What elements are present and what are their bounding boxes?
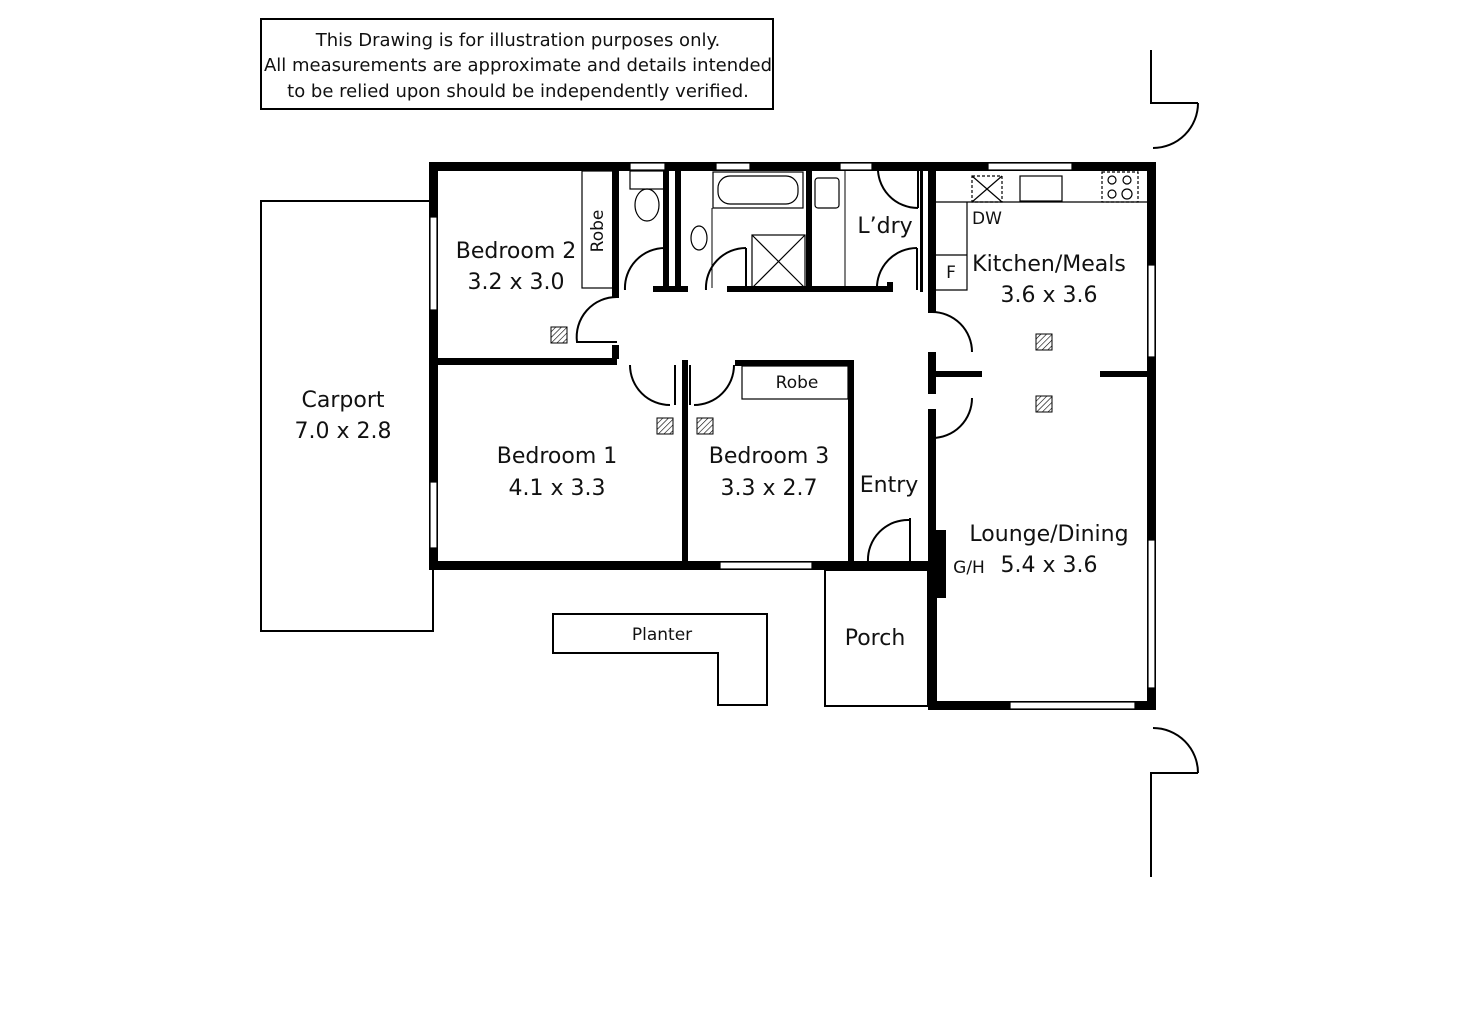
fixtures — [550, 170, 1147, 585]
toilet-cistern — [629, 170, 665, 190]
windows — [429, 162, 1156, 710]
bedroom2-label: Bedroom 2 — [456, 239, 577, 264]
vent-icon — [1035, 333, 1053, 351]
fridge-label: F — [946, 263, 956, 283]
vent-icon — [1035, 395, 1053, 413]
entry-label: Entry — [860, 473, 919, 498]
vent-icon — [656, 417, 674, 435]
carport-size: 7.0 x 2.8 — [295, 419, 392, 444]
toilet-icon — [634, 188, 660, 222]
disclaimer-line-3: to be relied upon should be independentl… — [287, 81, 749, 102]
robe-bedroom3 — [741, 365, 849, 400]
trough-icon — [814, 177, 840, 209]
robe-bedroom2 — [581, 170, 614, 289]
bedroom2-robe-label: Robe — [588, 210, 608, 253]
bathtub-icon — [712, 171, 804, 209]
bedroom3-robe-label: Robe — [776, 373, 819, 393]
laundry-label: L’dry — [857, 214, 912, 239]
disclaimer-box: This Drawing is for illustration purpose… — [260, 18, 774, 110]
door-swings — [575, 164, 973, 563]
planter-label: Planter — [632, 625, 692, 645]
gas-heater-icon — [932, 545, 946, 585]
bedroom3-size: 3.3 x 2.7 — [721, 476, 818, 501]
kitchen-label: Kitchen/Meals — [972, 252, 1126, 277]
vent-icon — [696, 417, 714, 435]
cooktop-icon — [1101, 171, 1139, 203]
boundary-fence — [1150, 50, 1199, 877]
shower-icon — [751, 234, 806, 289]
lounge-size: 5.4 x 3.6 — [1001, 553, 1098, 578]
carport: Carport 7.0 x 2.8 — [260, 200, 434, 632]
disclaimer-line-1: This Drawing is for illustration purpose… — [315, 30, 721, 51]
gas-heater-label: G/H — [953, 558, 985, 578]
porch-label: Porch — [845, 626, 906, 651]
dishwasher-label: DW — [972, 209, 1002, 229]
vent-icon — [550, 326, 568, 344]
planter-outline — [552, 613, 768, 706]
sink-icon — [1019, 175, 1063, 202]
disclaimer-line-2: All measurements are approximate and det… — [264, 55, 772, 76]
bedroom3-label: Bedroom 3 — [709, 444, 830, 469]
bedroom1-label: Bedroom 1 — [497, 444, 618, 469]
kitchen-size: 3.6 x 3.6 — [1001, 283, 1098, 308]
bedroom1-size: 4.1 x 3.3 — [509, 476, 606, 501]
room-labels: Bedroom 2 3.2 x 3.0 Robe Bedroom 1 4.1 x… — [456, 209, 1129, 578]
basin-icon — [690, 225, 708, 251]
bedroom2-size: 3.2 x 3.0 — [468, 270, 565, 295]
dishwasher-icon — [971, 175, 1003, 203]
carport-label: Carport — [302, 388, 385, 413]
lounge-label: Lounge/Dining — [969, 522, 1128, 547]
